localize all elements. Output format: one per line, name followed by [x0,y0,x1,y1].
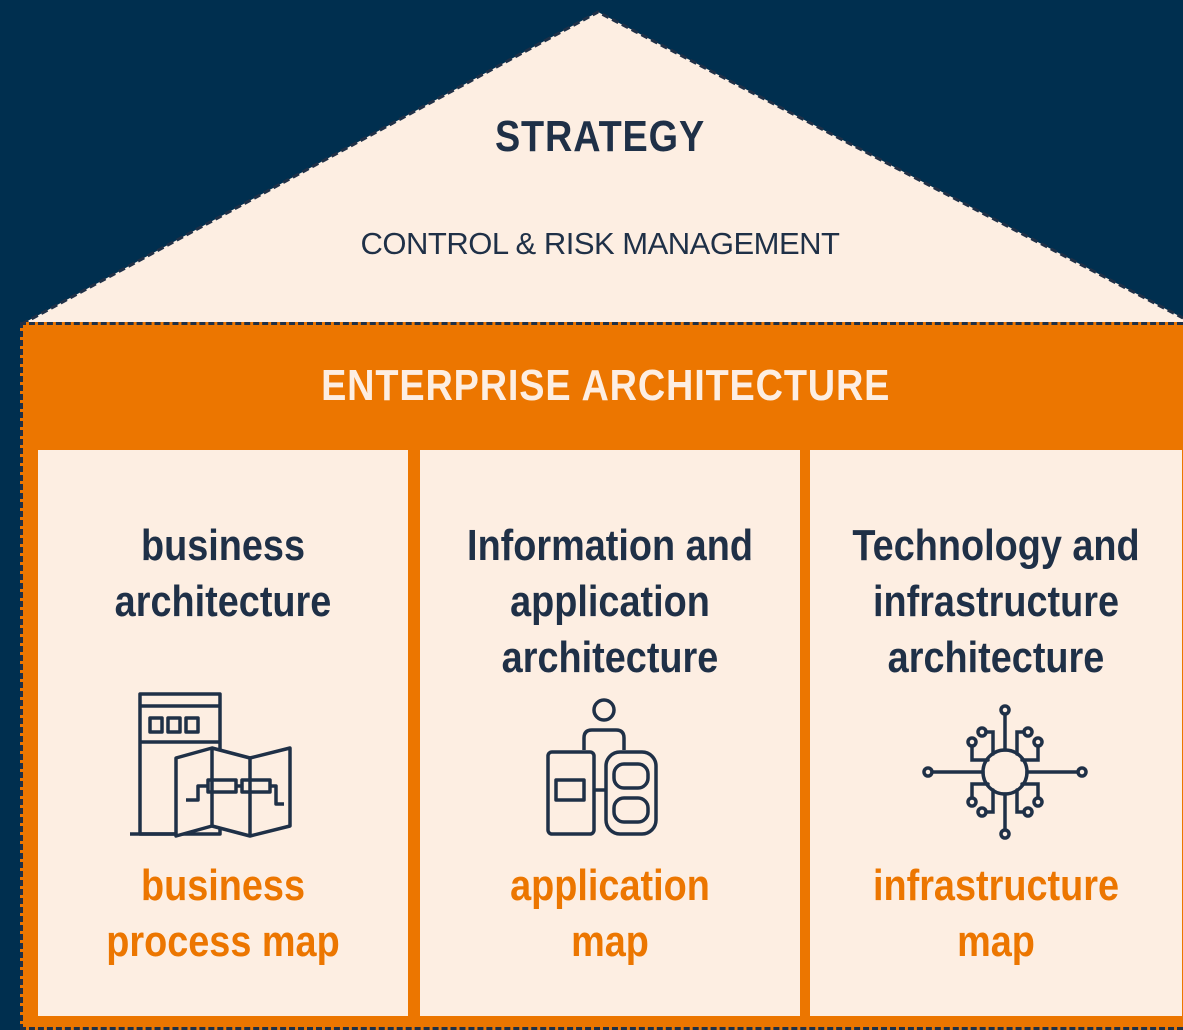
sub-line: map [957,917,1035,966]
circuit-chip-icon [920,702,1090,847]
sub-line: business [140,861,306,910]
sub-line: map [571,917,649,966]
title-line: infrastructure [872,577,1120,626]
business-process-map-label: business process map [64,858,382,970]
column-title: business architecture [64,518,382,630]
title-line: architecture [114,577,332,626]
title-line: Information and [467,521,753,570]
roof [21,10,1183,326]
column-title: Technology and infrastructure architectu… [836,518,1156,686]
title-line: Technology and [852,521,1140,570]
application-map-label: application map [447,858,774,970]
building-map-icon [128,692,298,847]
person-application-icon [530,692,670,847]
title-line: architecture [887,633,1105,682]
strategy-title: STRATEGY [494,112,706,161]
enterprise-architecture-title: ENTERPRISE ARCHITECTURE [321,361,891,410]
sub-line: infrastructure [872,861,1120,910]
title-line: business [140,521,306,570]
title-line: application [510,577,710,626]
infrastructure-map-label: infrastructure map [836,858,1156,970]
business-architecture-column: business architecture [38,450,408,1016]
column-title: Information and application architecture [447,518,774,686]
infrastructure-architecture-column: Technology and infrastructure architectu… [810,450,1182,1016]
enterprise-architecture-block: ENTERPRISE ARCHITECTURE business archite… [20,322,1183,1030]
title-line: architecture [501,633,719,682]
sub-line: process map [106,917,340,966]
application-architecture-column: Information and application architecture… [420,450,800,1016]
sub-line: application [510,861,710,910]
control-risk-label: CONTROL & RISK MANAGEMENT [360,226,840,261]
